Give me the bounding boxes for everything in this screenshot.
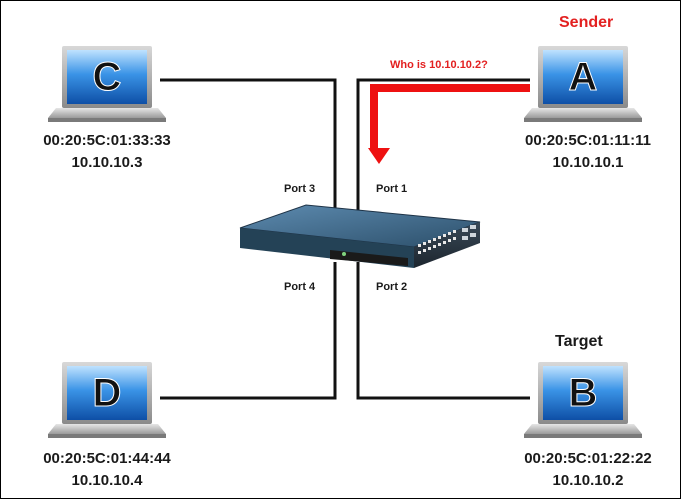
- laptop-icon: [48, 46, 166, 122]
- host-b-letter: B: [569, 371, 598, 415]
- laptop-icon: [48, 362, 166, 438]
- host-a-letter: A: [569, 55, 598, 99]
- port-4-label: Port 4: [284, 281, 316, 293]
- cable-a: [356, 78, 530, 212]
- host-b-mac: 00:20:5C:01:22:22: [524, 450, 652, 467]
- host-c-ip: 10.10.10.3: [71, 154, 143, 171]
- host-a-ip: 10.10.10.1: [552, 154, 624, 171]
- port-3-label: Port 3: [284, 183, 316, 195]
- cable-b: [356, 262, 530, 400]
- laptop-icon: [524, 362, 642, 438]
- switch-icon: [239, 204, 481, 268]
- arp-question-label: Who is 10.10.10.2?: [390, 59, 488, 71]
- host-d-letter: D: [93, 371, 122, 415]
- sender-label: Sender: [559, 14, 614, 31]
- port-1-label: Port 1: [376, 183, 408, 195]
- port-2-label: Port 2: [376, 281, 408, 293]
- host-b-ip: 10.10.10.2: [552, 472, 624, 489]
- cable-c: [160, 78, 337, 228]
- arp-request-arrow: [368, 84, 530, 164]
- cable-d: [160, 262, 337, 400]
- host-c-mac: 00:20:5C:01:33:33: [43, 132, 171, 149]
- host-d-ip: 10.10.10.4: [71, 472, 143, 489]
- host-a-mac: 00:20:5C:01:11:11: [525, 132, 651, 149]
- host-c-letter: C: [93, 55, 122, 99]
- target-label: Target: [555, 333, 603, 350]
- laptop-icon: [524, 46, 642, 122]
- host-d-mac: 00:20:5C:01:44:44: [43, 450, 171, 467]
